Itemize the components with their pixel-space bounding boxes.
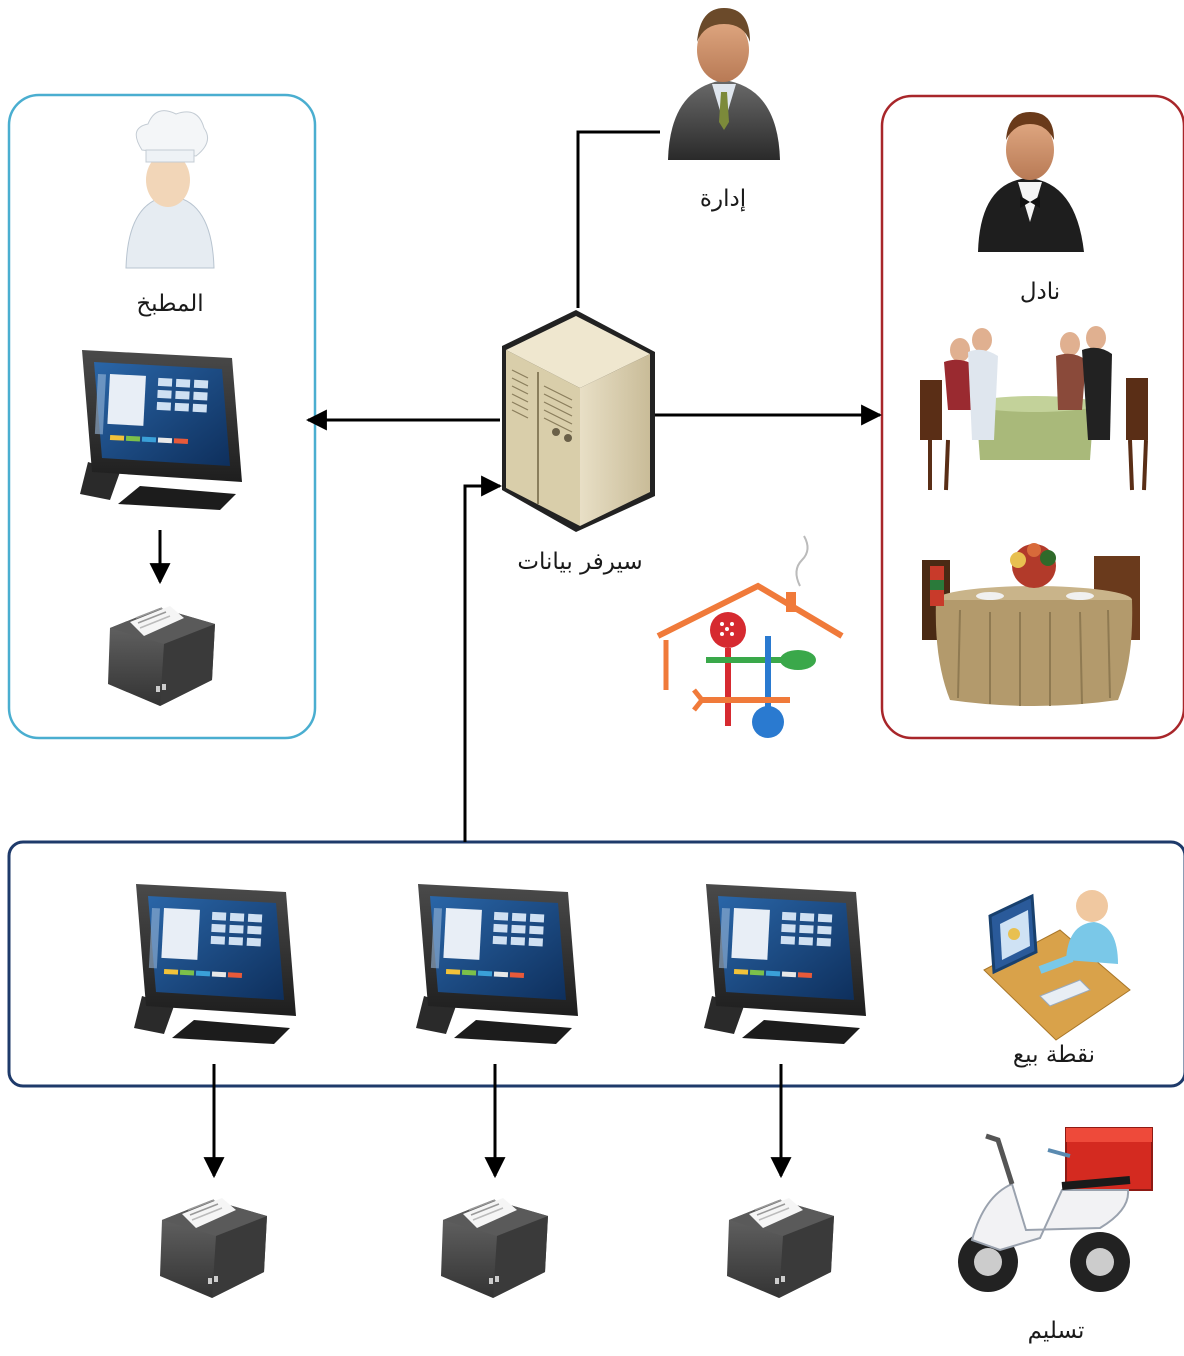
receipt-printer-icon: [440, 1197, 549, 1299]
receipt-printer-icon: [159, 1197, 268, 1299]
pos-label: نقطة بيع: [1012, 1042, 1096, 1068]
delivery-scooter-icon: [958, 1127, 1153, 1292]
receipt-printer-icon: [726, 1197, 835, 1299]
manager-person-icon: [668, 8, 780, 160]
waiter-person-icon: [978, 112, 1084, 252]
restaurant-logo-icon: [656, 535, 844, 738]
pos-group-box: [7, 840, 1184, 1088]
dining-table-icon: [920, 326, 1148, 491]
dining-table-icon: [922, 543, 1140, 706]
pos-terminal-icon: [416, 884, 578, 1044]
chef-person-icon: [125, 110, 215, 269]
receipt-printer-icon: [107, 605, 216, 707]
server-to-management-line: [576, 130, 660, 308]
pos-terminal-icon: [134, 884, 296, 1044]
pos-terminal-icon: [80, 350, 242, 510]
cashier-computer-icon: [983, 890, 1131, 1041]
database-server-icon: [502, 310, 655, 532]
management-label: إدارة: [699, 186, 747, 212]
pos-to-server-arrow: [463, 475, 503, 842]
kitchen-label: المطبخ: [136, 291, 204, 317]
pos-terminal-icon: [704, 884, 866, 1044]
waiter-label: نادل: [1019, 279, 1061, 305]
server-label: سيرفر بيانات: [517, 549, 643, 575]
delivery-label: تسليم: [1027, 1318, 1085, 1344]
